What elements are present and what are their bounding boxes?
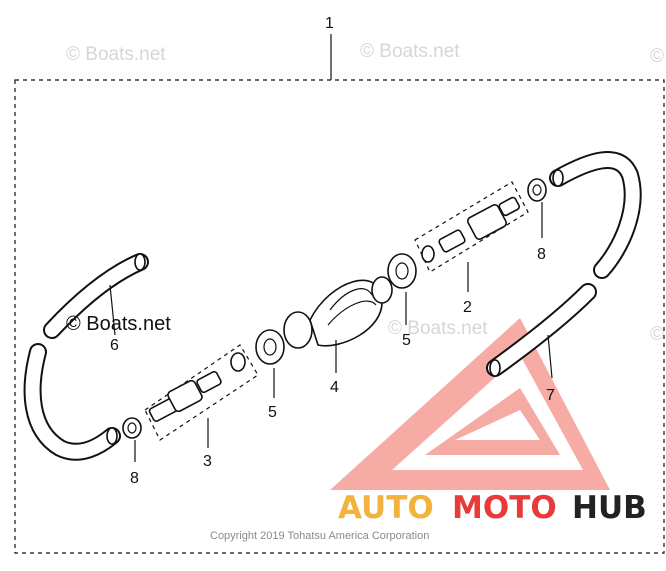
watermark-top-left: © Boats.net (66, 44, 166, 65)
watermark-left: © Boats.net (66, 313, 171, 335)
clamp-8-left (122, 417, 142, 439)
clamp-5-right (387, 253, 417, 289)
watermark-top-center: © Boats.net (360, 41, 460, 62)
callout-3: 3 (203, 453, 212, 470)
brand-auto: AUTO (338, 490, 434, 526)
brand-moto: MOTO (452, 490, 557, 526)
callout-4: 4 (330, 379, 339, 396)
brand-hub: HUB (572, 490, 647, 526)
leader-6 (109, 284, 116, 336)
connector-3 (148, 352, 246, 422)
hose-7 (486, 151, 642, 377)
automotohub-wordmark: AUTO MOTO HUB (338, 490, 647, 526)
leader-7 (547, 334, 553, 379)
callout-7: 7 (546, 387, 555, 404)
clamp-5-left (255, 329, 285, 365)
copyright-text: Copyright 2019 Tohatsu America Corporati… (210, 530, 429, 542)
callout-5-left: 5 (268, 404, 277, 421)
callout-8-right: 8 (537, 246, 546, 263)
clamp-8-right (527, 178, 547, 202)
callout-2: 2 (463, 299, 472, 316)
callout-5-right: 5 (402, 332, 411, 349)
callout-8-left: 8 (130, 470, 139, 487)
primer-bulb-4 (283, 276, 393, 349)
callout-1: 1 (325, 15, 334, 32)
callout-6: 6 (110, 337, 119, 354)
automotohub-logo-mark (330, 318, 610, 490)
hose-6 (23, 253, 149, 461)
watermark-middle: © Boats.net (388, 318, 488, 339)
watermark-top-right: © (650, 46, 664, 67)
connector-2 (421, 196, 520, 263)
watermark-right: © Boats.net (650, 324, 666, 345)
